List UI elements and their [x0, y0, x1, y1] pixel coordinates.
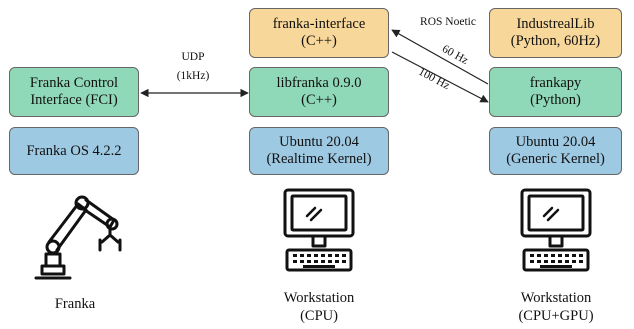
udp-label: UDP (1kHz) [168, 50, 218, 83]
frankapy-lang: (Python) [530, 92, 581, 108]
franka-interface-box: franka-interface (C++) [249, 8, 389, 58]
udp-label-line2: (1kHz) [176, 70, 210, 82]
ros-noetic-label: ROS Noetic [420, 16, 476, 28]
udp-label-line1: UDP [181, 51, 205, 63]
workstation-cpu-icon [283, 188, 355, 272]
ubuntu-realtime-line2: (Realtime Kernel) [266, 151, 372, 167]
workstation-cpu-caption-line1: Workstation [283, 290, 355, 306]
franka-os-box: Franka OS 4.2.2 [9, 127, 139, 175]
industreallib-box: IndustrealLib (Python, 60Hz) [489, 8, 622, 58]
fci-line2: Interface (FCI) [30, 92, 118, 108]
workstation-cpu-caption: Workstation (CPU) [284, 289, 355, 325]
franka-os-label: Franka OS 4.2.2 [26, 142, 122, 159]
fci-line1: Franka Control [29, 75, 119, 91]
industreallib-name: IndustrealLib [516, 16, 595, 32]
workstation-gpu-icon [520, 188, 592, 272]
libfranka-name: libfranka 0.9.0 [276, 75, 362, 91]
state-arrow-100hz [391, 51, 489, 103]
workstation-gpu-caption: Workstation (CPU+GPU) [518, 289, 593, 325]
franka-interface-lang: (C++) [301, 33, 337, 49]
command-arrow-60hz [391, 29, 489, 85]
workstation-gpu-caption-line2: (CPU+GPU) [518, 308, 594, 324]
ubuntu-generic-line2: (Generic Kernel) [506, 151, 605, 167]
libfranka-lang: (C++) [301, 92, 337, 108]
robot-caption-line1: Franka [54, 296, 96, 312]
frankapy-box: frankapy (Python) [489, 67, 622, 117]
workstation-cpu-caption-line2: (CPU) [300, 308, 338, 324]
libfranka-box: libfranka 0.9.0 (C++) [249, 67, 389, 117]
ubuntu-generic-box: Ubuntu 20.04 (Generic Kernel) [489, 127, 622, 175]
workstation-gpu-caption-line1: Workstation [520, 290, 592, 306]
robot-caption: Franka [55, 295, 95, 313]
ubuntu-generic-line1: Ubuntu 20.04 [515, 134, 596, 150]
fci-box: Franka Control Interface (FCI) [9, 67, 139, 117]
industreallib-detail: (Python, 60Hz) [510, 33, 601, 49]
frankapy-name: frankapy [529, 75, 582, 91]
ubuntu-realtime-line1: Ubuntu 20.04 [279, 134, 359, 150]
ubuntu-realtime-box: Ubuntu 20.04 (Realtime Kernel) [249, 127, 389, 175]
robot-arm-icon [34, 195, 122, 280]
franka-interface-name: franka-interface [272, 16, 366, 32]
